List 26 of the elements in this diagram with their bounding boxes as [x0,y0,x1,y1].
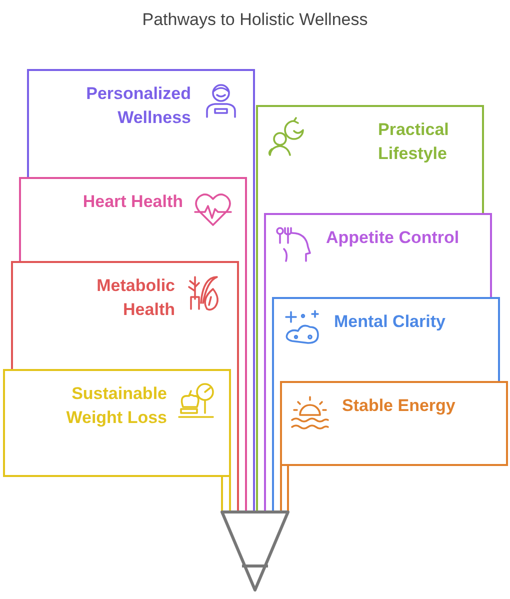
wellness-card [11,261,239,369]
connector-line [237,369,239,512]
wellness-card [19,177,247,261]
card-label: Heart Health [82,191,183,213]
connector-line [245,261,247,512]
wellness-card [272,297,500,381]
wellness-card [27,69,255,177]
wellness-card [256,105,484,213]
wellness-card [264,213,492,297]
card-label: Appetite Control [326,227,460,249]
funnel-shape [220,510,290,592]
wellness-card [280,381,508,466]
wellness-card [3,369,231,477]
connector-line [256,213,258,512]
connector-line [253,177,255,512]
connector-line [272,381,274,512]
connector-line [280,464,289,513]
card-label: Mental Clarity [334,311,446,333]
diagram-title: Pathways to Holistic Wellness [141,10,369,30]
connector-line [264,297,266,512]
card-label: Metabolic Health [96,275,175,321]
card-label: Sustainable Weight Loss [65,383,167,429]
connector-line [221,475,231,513]
card-label: Practical Lifestyle [378,119,450,165]
card-label: Stable Energy [342,395,456,417]
card-label: Personalized Wellness [85,83,191,129]
